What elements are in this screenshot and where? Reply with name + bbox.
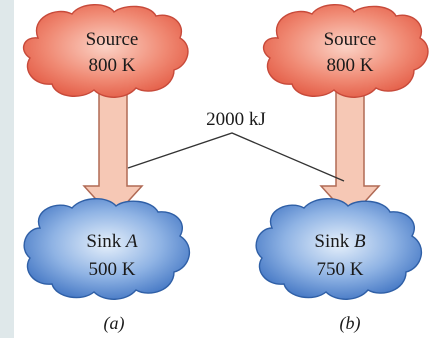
sink-b-title: Sink B (290, 232, 390, 251)
sink-b-letter: B (354, 231, 366, 252)
caption-b: (b) (339, 313, 361, 333)
sink-a-title: Sink A (62, 232, 162, 251)
source-cloud-b (262, 4, 429, 98)
sink-b-temp: 750 K (316, 259, 364, 280)
heat-label-leaders (127, 132, 345, 182)
heat-transfer-label: 2000 kJ (206, 109, 266, 130)
source-a-temp: 800 K (88, 55, 136, 76)
sink-a-letter: A (126, 231, 138, 252)
caption-a: (a) (103, 313, 125, 333)
source-a-title: Source (85, 29, 139, 50)
source-b-temp: 800 K (326, 55, 374, 76)
sink-cloud-b (255, 198, 423, 300)
source-cloud-a (22, 4, 189, 98)
source-b-title: Source (323, 29, 377, 50)
sink-b-word: Sink (314, 231, 350, 252)
sink-cloud-a (23, 198, 191, 300)
sink-a-word: Sink (86, 231, 122, 252)
background-strip (0, 0, 14, 338)
sink-a-temp: 500 K (88, 259, 136, 280)
